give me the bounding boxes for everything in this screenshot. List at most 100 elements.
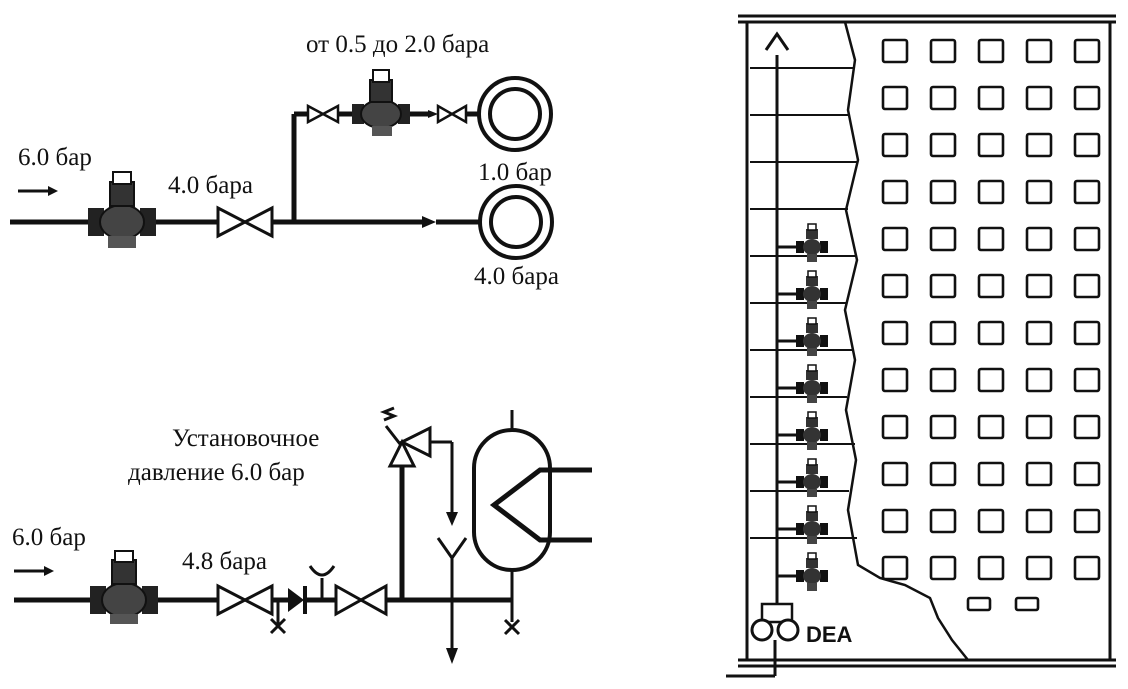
drain-funnel (436, 537, 468, 561)
building-window (977, 85, 1005, 111)
drain-arrow (446, 648, 458, 664)
bottom-shutoff-valve-1 (216, 583, 274, 617)
branch-valve-left (306, 103, 340, 125)
building-window (881, 414, 909, 440)
bottom-after-reducer-label: 4.8 бара (182, 548, 267, 575)
riser-pipe (764, 31, 790, 604)
building-window (1073, 273, 1101, 299)
building-window (977, 461, 1005, 487)
window-grid (881, 38, 1101, 612)
dea-unit (726, 602, 800, 678)
building-window (881, 132, 909, 158)
branch-pressure-reducer (352, 69, 410, 136)
top-pressure-diagram: 6.0 бар 4.0 бара (10, 31, 559, 290)
check-valve (288, 586, 307, 614)
building-window (1073, 132, 1101, 158)
building-window (1025, 461, 1053, 487)
drain-tap-2 (503, 600, 521, 636)
building-window (1025, 508, 1053, 534)
building-window (929, 38, 957, 64)
top-flow-arrow (18, 186, 58, 196)
drain-tap-1 (269, 600, 287, 635)
cutaway-wall-edge (843, 21, 969, 661)
top-flow-direction-arrow (422, 216, 436, 228)
building-window (977, 226, 1005, 252)
lower-pressure-gauge (478, 184, 554, 260)
building-window (1014, 596, 1040, 612)
building-window (1025, 38, 1053, 64)
building-window (929, 414, 957, 440)
top-pressure-reducer (88, 171, 156, 248)
building-window (977, 320, 1005, 346)
building-window (929, 508, 957, 534)
building-window (977, 367, 1005, 393)
floor-pressure-reducer (777, 458, 828, 497)
floor-pressure-reducer (777, 223, 828, 262)
floor-pressure-reducer (777, 364, 828, 403)
building-window (881, 461, 909, 487)
building-window (977, 179, 1005, 205)
building-window (977, 508, 1005, 534)
building-window (1025, 179, 1053, 205)
floor-pressure-reducer (777, 552, 828, 591)
heating-coil (489, 467, 592, 543)
building-window (929, 273, 957, 299)
building-window (1025, 414, 1053, 440)
water-heater-tank (472, 410, 592, 600)
building-window (1025, 273, 1053, 299)
bottom-pressure-reducer (90, 550, 158, 624)
building-riser-diagram: DEA (726, 14, 1116, 678)
building-outline (738, 14, 1116, 668)
safety-valve-label-line1: Установочное (172, 425, 319, 452)
building-window (977, 555, 1005, 581)
upper-pressure-gauge (477, 76, 553, 152)
building-window (1073, 461, 1101, 487)
building-window (1073, 320, 1101, 346)
building-window (929, 85, 957, 111)
building-window (881, 367, 909, 393)
building-window (1073, 85, 1101, 111)
bottom-inlet-pressure-label: 6.0 бар (12, 524, 86, 551)
building-window (881, 226, 909, 252)
bottom-shutoff-valve-2 (334, 583, 388, 617)
building-window (1025, 132, 1053, 158)
building-window (1025, 226, 1053, 252)
building-window (881, 85, 909, 111)
upper-gauge-pressure-label: 1.0 бар (478, 159, 552, 186)
building-window (881, 320, 909, 346)
test-port (308, 565, 336, 600)
lower-gauge-pressure-label: 4.0 бара (474, 263, 559, 290)
building-window (966, 596, 992, 612)
building-window (1073, 179, 1101, 205)
building-window (929, 367, 957, 393)
building-window (977, 273, 1005, 299)
floor-lines (750, 67, 858, 539)
building-window (1073, 555, 1101, 581)
building-window (929, 226, 957, 252)
building-window (1073, 226, 1101, 252)
branch-valve-right (436, 103, 468, 125)
building-window (929, 461, 957, 487)
building-window (1025, 367, 1053, 393)
building-window (881, 38, 909, 64)
building-window (1025, 85, 1053, 111)
building-window (1073, 508, 1101, 534)
dea-unit-label: DEA (806, 622, 853, 647)
top-shutoff-valve (216, 205, 274, 239)
safety-valve (379, 406, 432, 468)
building-window (1025, 320, 1053, 346)
building-window (881, 555, 909, 581)
building-window (1073, 367, 1101, 393)
floor-pressure-reducer (777, 317, 828, 356)
building-window (1073, 414, 1101, 440)
building-window (881, 273, 909, 299)
floor-pressure-reducer (777, 505, 828, 544)
bottom-flow-arrow (14, 566, 54, 576)
top-after-reducer-label: 4.0 бара (168, 172, 253, 199)
top-inlet-pressure-label: 6.0 бар (18, 144, 92, 171)
building-window (881, 179, 909, 205)
building-window (881, 508, 909, 534)
safety-valve-label-line2: давление 6.0 бар (128, 459, 305, 486)
building-window (1025, 555, 1053, 581)
